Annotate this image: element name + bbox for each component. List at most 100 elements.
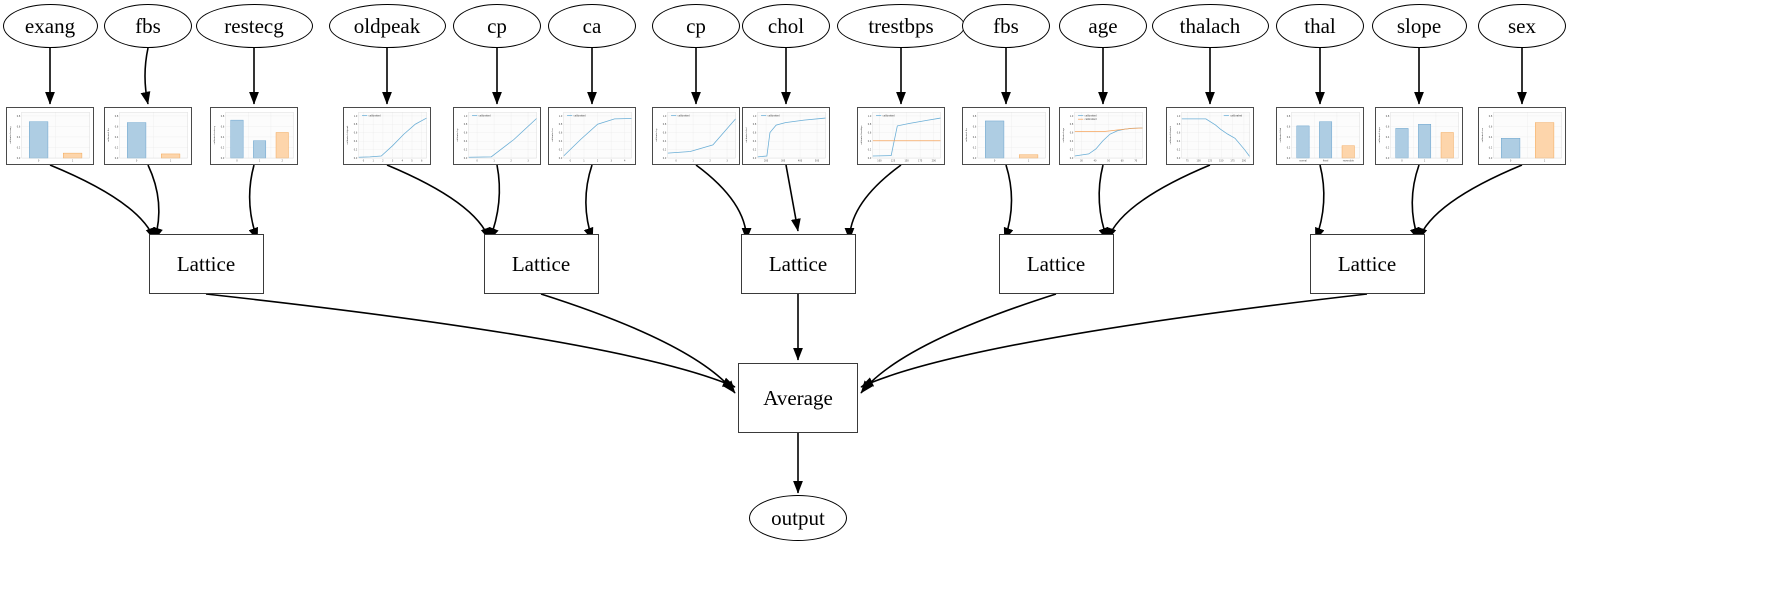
edge-lattice-to-average-1: [540, 293, 736, 394]
svg-text:calibrated exang: calibrated exang: [9, 126, 12, 144]
svg-text:0.0: 0.0: [1177, 157, 1181, 160]
average-label: Average: [763, 385, 833, 410]
feature-node-oldpeak-3[interactable]: oldpeak: [328, 4, 446, 48]
svg-text:0.6: 0.6: [1177, 132, 1181, 135]
svg-text:0.2: 0.2: [559, 148, 563, 151]
svg-text:calibrated age: calibrated age: [1062, 127, 1065, 142]
svg-text:0.8: 0.8: [1287, 115, 1291, 118]
svg-text:0.2: 0.2: [464, 148, 468, 151]
svg-text:0: 0: [38, 159, 40, 162]
feature-label: thalach: [1179, 13, 1241, 38]
svg-text:0: 0: [1510, 159, 1512, 162]
svg-text:40: 40: [1094, 159, 1097, 162]
svg-text:0.2: 0.2: [1386, 146, 1390, 149]
svg-text:calibrated: calibrated: [479, 115, 491, 118]
svg-text:70: 70: [1134, 159, 1137, 162]
lattice-node-1[interactable]: Lattice: [483, 234, 599, 294]
svg-text:0.4: 0.4: [1070, 140, 1074, 143]
svg-text:300: 300: [781, 159, 786, 162]
svg-text:2: 2: [1447, 159, 1449, 162]
edge-lattice-to-average-3: [860, 293, 1057, 394]
svg-text:1.0: 1.0: [354, 115, 358, 118]
svg-text:4: 4: [624, 159, 626, 162]
feature-label: slope: [1396, 13, 1442, 38]
svg-text:1.0: 1.0: [1177, 115, 1181, 118]
svg-text:0.0: 0.0: [464, 157, 468, 160]
lattice-node-3[interactable]: Lattice: [998, 234, 1114, 294]
lattice-node-0[interactable]: Lattice: [148, 234, 264, 294]
feature-node-fbs-9[interactable]: fbs: [962, 4, 1050, 48]
feature-node-cp-6[interactable]: cp: [652, 4, 740, 48]
feature-node-exang-0[interactable]: exang: [2, 4, 98, 48]
lattice-node-4[interactable]: Lattice: [1309, 234, 1425, 294]
svg-text:0.4: 0.4: [354, 140, 358, 143]
edge-calibrator-to-lattice-12: [1314, 164, 1325, 241]
svg-text:0: 0: [136, 159, 138, 162]
svg-text:0.8: 0.8: [753, 123, 757, 126]
svg-text:0.6: 0.6: [221, 125, 225, 128]
svg-text:calibrated thal: calibrated thal: [1279, 127, 1282, 142]
feature-label: oldpeak: [353, 13, 421, 38]
feature-node-cp-4[interactable]: cp: [453, 4, 541, 48]
svg-text:0.8: 0.8: [464, 123, 468, 126]
lattice-label: Lattice: [511, 251, 571, 276]
feature-node-trestbps-8[interactable]: trestbps: [837, 4, 965, 48]
svg-text:0.0: 0.0: [1070, 157, 1074, 160]
average-node[interactable]: Average: [738, 363, 858, 433]
feature-node-restecg-2[interactable]: restecg: [195, 4, 313, 48]
svg-text:2: 2: [597, 159, 599, 162]
feature-node-age-10[interactable]: age: [1059, 4, 1147, 48]
svg-text:1: 1: [170, 159, 172, 162]
feature-label: chol: [767, 13, 805, 38]
svg-text:5: 5: [411, 159, 413, 162]
svg-text:0.4: 0.4: [1489, 136, 1493, 139]
svg-text:0.4: 0.4: [1287, 136, 1291, 139]
svg-text:calibrated: calibrated: [678, 115, 690, 118]
svg-text:calibrated: calibrated: [768, 115, 780, 118]
svg-text:3: 3: [527, 159, 529, 162]
edge-calibrator-to-lattice-8: [844, 164, 902, 241]
feature-node-ca-5[interactable]: ca: [548, 4, 636, 48]
feature-label: sex: [1508, 13, 1536, 38]
svg-text:3: 3: [392, 159, 394, 162]
svg-text:calibrated chol: calibrated chol: [745, 127, 748, 142]
svg-text:0.6: 0.6: [1386, 125, 1390, 128]
feature-node-chol-7[interactable]: chol: [742, 4, 830, 48]
svg-text:0.4: 0.4: [753, 140, 757, 143]
svg-text:2: 2: [510, 159, 512, 162]
output-node[interactable]: output: [749, 495, 847, 541]
svg-text:0.8: 0.8: [354, 123, 358, 126]
svg-text:0.2: 0.2: [663, 148, 667, 151]
feature-node-thal-12[interactable]: thal: [1276, 4, 1364, 48]
feature-node-sex-14[interactable]: sex: [1478, 4, 1566, 48]
svg-text:calibrated: calibrated: [1085, 115, 1097, 118]
lattice-label: Lattice: [1337, 251, 1397, 276]
feature-node-fbs-1[interactable]: fbs: [104, 4, 192, 48]
lattice-node-2[interactable]: Lattice: [740, 234, 856, 294]
feature-node-thalach-11[interactable]: thalach: [1151, 4, 1269, 48]
edge-lattice-to-average-0: [205, 293, 736, 388]
svg-text:0.4: 0.4: [1386, 136, 1390, 139]
edge-calibrator-to-lattice-9: [1003, 164, 1014, 241]
svg-text:0.4: 0.4: [663, 140, 667, 143]
svg-text:calibrated: calibrated: [883, 115, 895, 118]
feature-node-slope-13[interactable]: slope: [1371, 4, 1467, 48]
svg-text:0.4: 0.4: [1177, 140, 1181, 143]
svg-text:0.4: 0.4: [17, 136, 21, 139]
